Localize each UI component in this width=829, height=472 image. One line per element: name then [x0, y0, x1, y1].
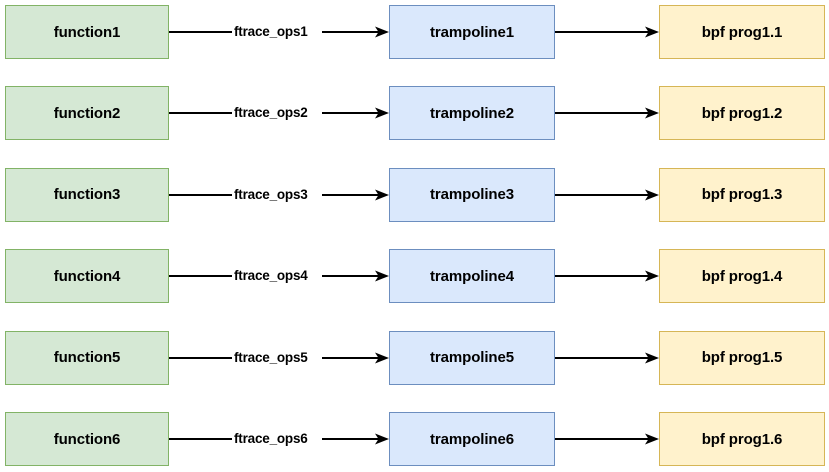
trampoline-node[interactable]: trampoline1 — [389, 5, 555, 59]
edge-function-to-trampoline: ftrace_ops4 — [169, 249, 389, 303]
bpf-prog-node[interactable]: bpf prog1.3 — [659, 167, 825, 222]
trampoline-node[interactable]: trampoline5 — [389, 330, 555, 385]
edge-label: ftrace_ops1 — [232, 21, 310, 43]
edge-function-to-trampoline: ftrace_ops3 — [169, 168, 389, 222]
edge-label: ftrace_ops6 — [232, 428, 310, 450]
bpf-prog-node[interactable]: bpf prog1.2 — [659, 86, 825, 141]
edge-label: ftrace_ops5 — [232, 346, 310, 369]
edge-function-to-trampoline: ftrace_ops2 — [169, 86, 389, 140]
edge-function-to-trampoline: ftrace_ops6 — [169, 412, 389, 466]
diagram-row: function4 ftrace_ops4 trampoline4 bpf prog1… — [0, 249, 829, 305]
function-node[interactable]: function1 — [5, 5, 169, 59]
diagram-row: function3 ftrace_ops3 trampoline3 bpf prog1… — [0, 167, 829, 224]
bpf-prog-node[interactable]: bpf prog1.6 — [659, 412, 825, 466]
edge-trampoline-to-prog — [555, 412, 659, 466]
function-node[interactable]: function3 — [5, 167, 169, 222]
diagram-row: function5 ftrace_ops5 trampoline5 bpf prog1… — [0, 330, 829, 387]
function-node[interactable]: function6 — [5, 412, 169, 466]
bpf-prog-node[interactable]: bpf prog1.4 — [659, 249, 825, 304]
function-node[interactable]: function2 — [5, 86, 169, 141]
edge-trampoline-to-prog — [555, 249, 659, 303]
diagram-row: function1 ftrace_ops1 trampoline1 bpf prog1… — [0, 5, 829, 61]
edge-function-to-trampoline: ftrace_ops1 — [169, 5, 389, 59]
edge-label: ftrace_ops2 — [232, 102, 310, 125]
edge-label: ftrace_ops4 — [232, 265, 310, 288]
function-node[interactable]: function4 — [5, 249, 169, 304]
bpf-prog-node[interactable]: bpf prog1.5 — [659, 330, 825, 385]
trampoline-node[interactable]: trampoline6 — [389, 412, 555, 466]
edge-trampoline-to-prog — [555, 86, 659, 140]
diagram-row: function6 ftrace_ops6 trampoline6 bpf prog1… — [0, 412, 829, 468]
edge-trampoline-to-prog — [555, 331, 659, 385]
edge-trampoline-to-prog — [555, 168, 659, 222]
diagram-row: function2 ftrace_ops2 trampoline2 bpf prog1… — [0, 86, 829, 142]
trampoline-node[interactable]: trampoline3 — [389, 167, 555, 222]
edge-function-to-trampoline: ftrace_ops5 — [169, 331, 389, 385]
bpf-prog-node[interactable]: bpf prog1.1 — [659, 5, 825, 59]
edge-label: ftrace_ops3 — [232, 183, 310, 206]
function-node[interactable]: function5 — [5, 330, 169, 385]
trampoline-node[interactable]: trampoline4 — [389, 249, 555, 304]
edge-trampoline-to-prog — [555, 5, 659, 59]
trampoline-node[interactable]: trampoline2 — [389, 86, 555, 141]
